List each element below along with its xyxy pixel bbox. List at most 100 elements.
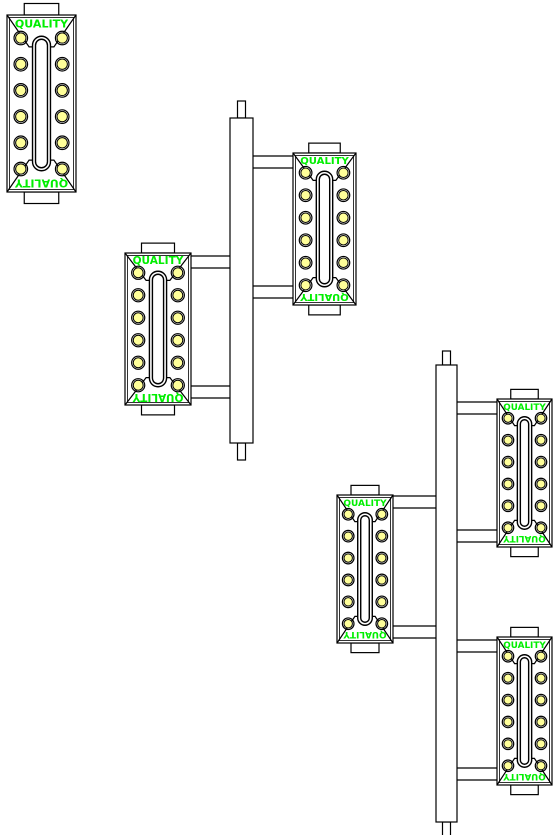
bolt-ring	[341, 529, 355, 543]
bolt	[300, 235, 311, 246]
bolt	[56, 84, 68, 97]
bolt	[15, 110, 27, 123]
bolt	[503, 695, 513, 705]
bolt-ring	[170, 378, 185, 393]
module-slot	[516, 654, 533, 768]
module-tab-bottom	[510, 784, 539, 796]
module-label-top: QUALITY	[15, 18, 69, 31]
bolt-ring	[501, 715, 515, 729]
bolt	[56, 110, 68, 123]
bolt	[343, 619, 353, 629]
bolt	[132, 334, 144, 346]
bolt-ring	[298, 255, 313, 270]
bolt-ring	[131, 310, 146, 325]
bolt-ring	[298, 278, 313, 293]
bolt-ring	[131, 333, 146, 348]
bolt-ring	[54, 83, 70, 98]
bolt	[343, 597, 353, 607]
module-body-inner	[9, 17, 74, 190]
bolt-ring	[131, 355, 146, 370]
bolt-ring	[13, 109, 29, 124]
module-slot	[516, 416, 533, 530]
bolt	[172, 357, 184, 369]
bolt-ring	[298, 233, 313, 248]
bolt	[536, 501, 546, 511]
bolt	[343, 531, 353, 541]
module-label-top: QUALITY	[503, 641, 546, 651]
bolt-ring	[298, 210, 313, 225]
bolt-ring	[54, 161, 70, 177]
bolt	[338, 167, 349, 178]
arm-right-bottom	[253, 285, 293, 299]
bolt	[15, 137, 27, 149]
module-tab-bottom	[23, 191, 60, 205]
module-tab-bottom	[140, 404, 176, 416]
bolt	[503, 673, 513, 683]
bolt-ring	[501, 649, 515, 663]
bolt-ring	[534, 455, 548, 469]
arm-3-right2-bottom	[457, 767, 497, 781]
bolt	[377, 531, 387, 541]
bolt	[338, 190, 349, 201]
bolt-ring	[501, 759, 515, 773]
bolt	[536, 673, 546, 683]
bolt-ring	[54, 56, 70, 72]
bolt	[15, 163, 27, 175]
module-tab-top	[350, 484, 380, 496]
bolt	[132, 289, 144, 301]
manifold-pipe	[229, 117, 254, 444]
bolt	[503, 457, 513, 467]
bolt-ring	[13, 83, 29, 98]
bolt-ring	[13, 30, 29, 46]
bolt-ring	[131, 265, 146, 280]
bolt-ring	[298, 165, 313, 180]
bolt	[536, 479, 546, 489]
bolt	[377, 553, 387, 563]
bolt	[300, 212, 311, 223]
module-slot	[357, 512, 373, 626]
bolt-ring	[336, 233, 351, 248]
bolt-ring	[298, 188, 313, 203]
module-label-bottom: QUALITY	[343, 629, 387, 639]
bolt-ring	[501, 693, 515, 707]
bolt-ring	[501, 521, 515, 535]
bolt	[15, 84, 27, 97]
bolt	[536, 523, 546, 533]
bolt	[503, 651, 513, 661]
module-tab-top	[510, 388, 539, 400]
module-label-bottom: QUALITY	[132, 391, 183, 403]
bolt	[536, 739, 546, 749]
bolt-ring	[170, 310, 185, 325]
bolt	[132, 312, 144, 324]
module-slot-inner	[519, 657, 530, 765]
module-slot	[148, 270, 168, 388]
module-body-inner	[499, 401, 550, 545]
bolt	[132, 357, 144, 369]
module-label-top: QUALITY	[343, 499, 387, 509]
bolt	[56, 32, 68, 44]
arm-3-right1-top	[457, 401, 497, 415]
manifold-2	[229, 100, 254, 461]
module-label-bottom: QUALITY	[503, 533, 546, 543]
manifold-3	[435, 350, 458, 835]
bolt	[15, 58, 27, 70]
bolt	[536, 695, 546, 705]
bolt	[536, 435, 546, 445]
arm-left-top	[191, 255, 230, 269]
bolt-ring	[341, 551, 355, 565]
pipe-stub-top	[441, 350, 452, 366]
bolt	[132, 267, 144, 279]
bolt-ring	[501, 477, 515, 491]
bolt-ring	[54, 109, 70, 124]
bolt	[503, 717, 513, 727]
bolt-ring	[13, 56, 29, 72]
bolt	[536, 761, 546, 771]
bolt-ring	[501, 455, 515, 469]
bolt	[300, 257, 311, 268]
bolt	[56, 58, 68, 70]
bolt-ring	[501, 433, 515, 447]
bolt-ring	[170, 265, 185, 280]
